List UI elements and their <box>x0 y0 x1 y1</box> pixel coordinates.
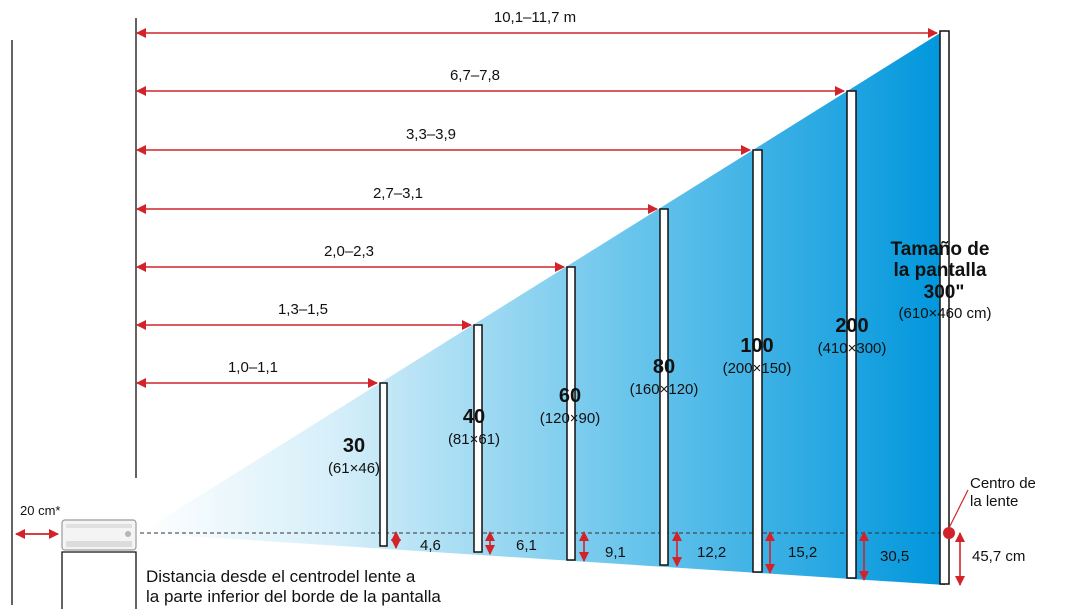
offset-label-200: 30,5 <box>880 548 909 565</box>
screen-dims-label-100: (200×150) <box>723 360 792 377</box>
screen-200 <box>846 90 857 579</box>
screen-60 <box>566 266 576 561</box>
screen-300 <box>939 30 950 585</box>
screen-size-label-30: 30 <box>343 435 365 457</box>
screen-dims-label-30: (61×46) <box>328 460 380 477</box>
screen-size-label-60: 60 <box>559 385 581 407</box>
projector-stand <box>61 551 137 609</box>
offset-label-100: 15,2 <box>788 544 817 561</box>
distance-label-60: 2,0–2,3 <box>324 243 374 260</box>
screen-size-label-40: 40 <box>463 406 485 428</box>
screen-size-label-200: 200 <box>835 315 868 337</box>
distance-label-40: 1,3–1,5 <box>278 301 328 318</box>
screen-dims-label-300: (610×460 cm) <box>899 305 992 322</box>
screen-dims-label-40: (81×61) <box>448 431 500 448</box>
offset-label-30: 4,6 <box>420 537 441 554</box>
offset-label-60: 9,1 <box>605 544 626 561</box>
screen-size-label-80: 80 <box>653 356 675 378</box>
screen-dims-label-60: (120×90) <box>540 410 600 427</box>
distance-label-80: 2,7–3,1 <box>373 185 423 202</box>
projection-beam <box>140 30 945 585</box>
lens-center-dot <box>943 527 955 539</box>
lens-center-label-line1: Centro de <box>970 475 1036 492</box>
wall-gap-label: 20 cm* <box>20 503 60 518</box>
footer-caption-line2: la parte inferior del borde de la pantal… <box>146 587 441 606</box>
screen-100 <box>752 149 763 573</box>
footer-caption-line1: Distancia desde el centrodel lente a <box>146 567 416 586</box>
lens-center-leader <box>948 489 969 529</box>
lens-center-label-line2: la lente <box>970 493 1018 510</box>
screen-80 <box>659 208 669 566</box>
screen-size-title-line1: Tamaño de <box>891 239 990 260</box>
distance-label-100: 3,3–3,9 <box>406 126 456 143</box>
screen-dims-label-200: (410×300) <box>818 340 887 357</box>
distance-label-200: 6,7–7,8 <box>450 67 500 84</box>
screen-30 <box>379 382 388 547</box>
offset-label-40: 6,1 <box>516 537 537 554</box>
offset-label-300: 45,7 cm <box>972 548 1025 565</box>
screen-size-title-line2: la pantalla <box>894 260 987 281</box>
offset-label-80: 12,2 <box>697 544 726 561</box>
screen-size-label-300: 300" <box>924 282 965 303</box>
screen-dims-label-80: (160×120) <box>630 381 699 398</box>
screen-40 <box>473 324 483 553</box>
screen-size-label-100: 100 <box>740 335 773 357</box>
distance-label-300: 10,1–11,7 m <box>494 9 576 26</box>
distance-label-30: 1,0–1,1 <box>228 359 278 376</box>
projector-icon <box>61 519 137 551</box>
